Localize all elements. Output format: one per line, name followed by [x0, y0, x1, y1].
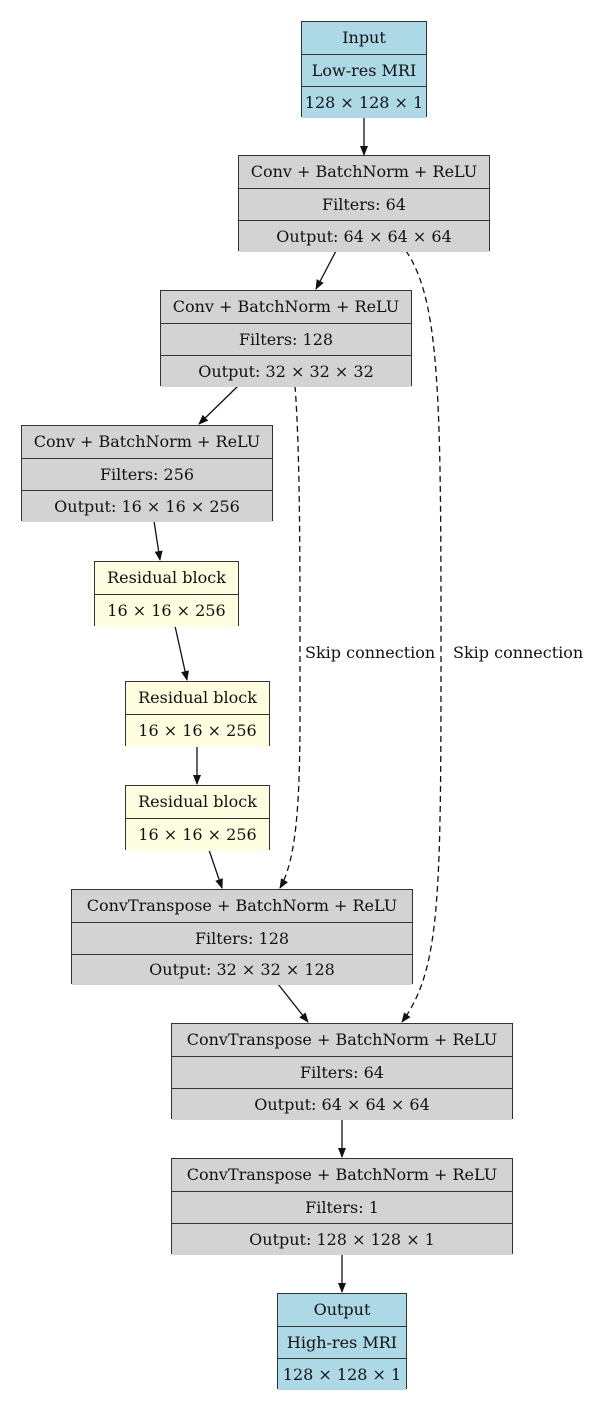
- deconv1-title: ConvTranspose + BatchNorm + ReLU: [72, 890, 412, 922]
- residual-block-1-shape: 16 × 16 × 256: [95, 594, 238, 627]
- input-shape: 128 × 128 × 1: [302, 86, 426, 118]
- edge-conv3-res1: [153, 520, 163, 561]
- skip-connection-label-outer: Skip connection: [453, 643, 584, 662]
- conv3-node: Conv + BatchNorm + ReLU Filters: 256 Out…: [21, 425, 273, 522]
- output-title: Output: [278, 1294, 406, 1326]
- residual-block-1-title: Residual block: [95, 562, 238, 594]
- input-title: Input: [302, 22, 426, 54]
- input-node: Input Low-res MRI 128 × 128 × 1: [301, 21, 427, 118]
- skip-connection-inner: [279, 385, 301, 889]
- deconv2-output: Output: 64 × 64 × 64: [172, 1088, 512, 1120]
- residual-block-1: Residual block 16 × 16 × 256: [94, 561, 239, 627]
- conv2-title: Conv + BatchNorm + ReLU: [161, 291, 411, 323]
- deconv3-title: ConvTranspose + BatchNorm + ReLU: [172, 1159, 512, 1191]
- input-description: Low-res MRI: [302, 54, 426, 86]
- deconv3-output: Output: 128 × 128 × 1: [172, 1223, 512, 1255]
- residual-block-3-shape: 16 × 16 × 256: [126, 818, 269, 851]
- conv1-output: Output: 64 × 64 × 64: [239, 220, 489, 252]
- edge-res3-deconv1: [208, 849, 223, 889]
- residual-block-2-shape: 16 × 16 × 256: [126, 714, 269, 747]
- deconv1-output: Output: 32 × 32 × 128: [72, 954, 412, 985]
- residual-block-2-title: Residual block: [126, 682, 269, 714]
- deconv2-title: ConvTranspose + BatchNorm + ReLU: [172, 1024, 512, 1056]
- conv2-output: Output: 32 × 32 × 32: [161, 355, 411, 387]
- edge-conv2-conv3: [198, 385, 239, 425]
- conv3-filters: Filters: 256: [22, 458, 272, 490]
- conv1-filters: Filters: 64: [239, 188, 489, 220]
- residual-block-2: Residual block 16 × 16 × 256: [125, 681, 270, 747]
- skip-connection-label-inner: Skip connection: [305, 643, 436, 662]
- output-node: Output High-res MRI 128 × 128 × 1: [277, 1293, 407, 1390]
- deconv3-filters: Filters: 1: [172, 1191, 512, 1223]
- deconv2-node: ConvTranspose + BatchNorm + ReLU Filters…: [171, 1023, 513, 1120]
- conv2-node: Conv + BatchNorm + ReLU Filters: 128 Out…: [160, 290, 412, 387]
- deconv1-filters: Filters: 128: [72, 922, 412, 954]
- deconv1-node: ConvTranspose + BatchNorm + ReLU Filters…: [71, 889, 413, 985]
- conv2-filters: Filters: 128: [161, 323, 411, 355]
- deconv2-filters: Filters: 64: [172, 1056, 512, 1088]
- output-shape: 128 × 128 × 1: [278, 1358, 406, 1390]
- skip-connection-outer: [401, 250, 442, 1023]
- edge-deconv1-deconv2: [277, 983, 309, 1023]
- conv3-output: Output: 16 × 16 × 256: [22, 490, 272, 522]
- edge-conv1-conv2: [315, 250, 337, 290]
- conv3-title: Conv + BatchNorm + ReLU: [22, 426, 272, 458]
- residual-block-3: Residual block 16 × 16 × 256: [125, 785, 270, 851]
- output-description: High-res MRI: [278, 1326, 406, 1358]
- conv1-node: Conv + BatchNorm + ReLU Filters: 64 Outp…: [238, 155, 490, 252]
- conv1-title: Conv + BatchNorm + ReLU: [239, 156, 489, 188]
- residual-block-3-title: Residual block: [126, 786, 269, 818]
- edge-res1-res2: [174, 625, 189, 681]
- deconv3-node: ConvTranspose + BatchNorm + ReLU Filters…: [171, 1158, 513, 1255]
